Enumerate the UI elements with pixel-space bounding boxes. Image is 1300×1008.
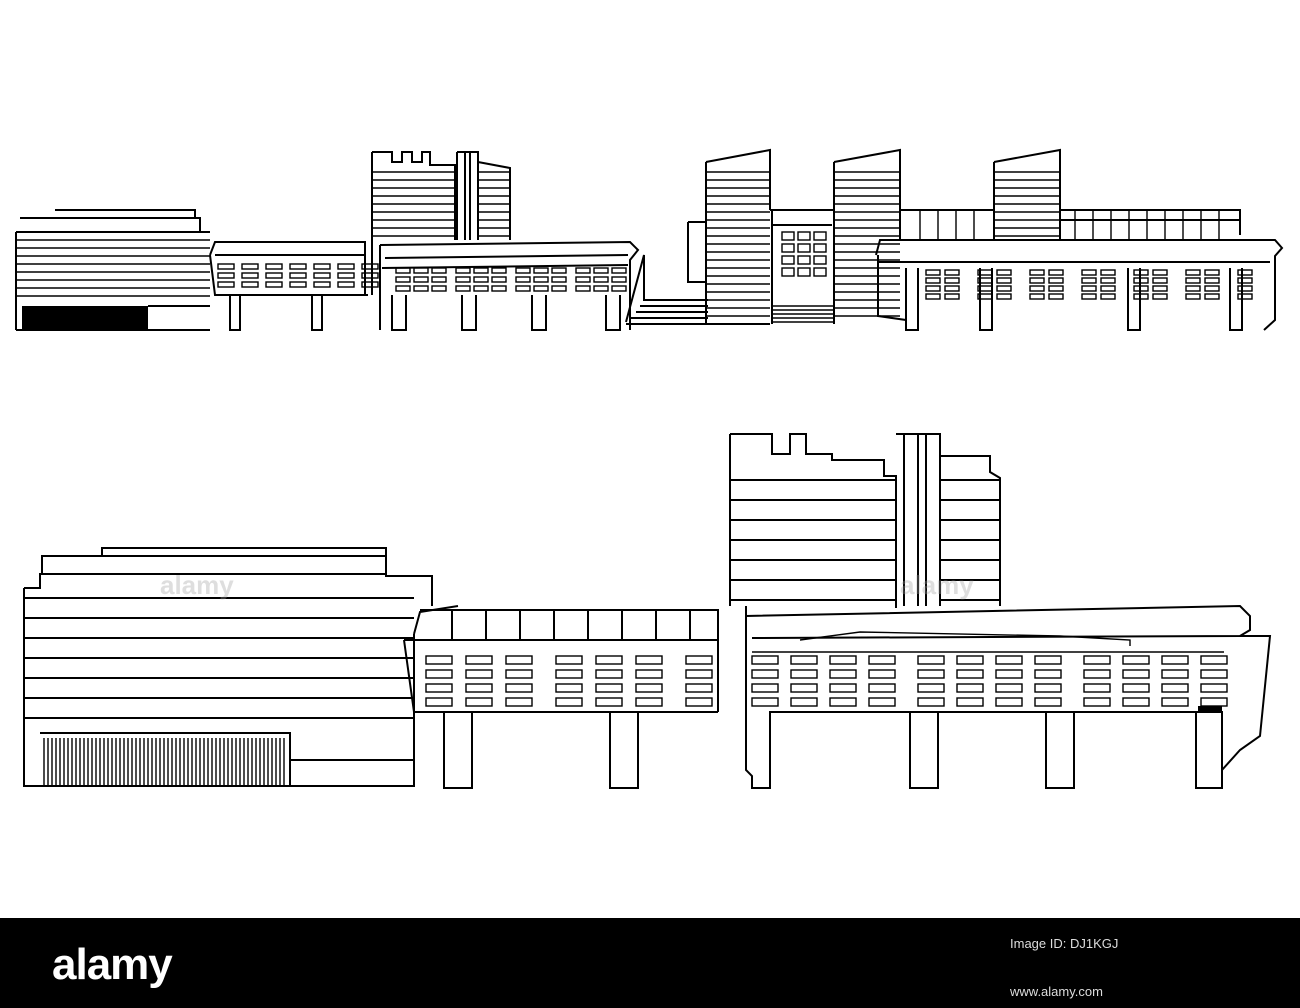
illustration	[15, 148, 1284, 789]
top-right-building	[875, 239, 1284, 331]
top-left-building	[15, 209, 210, 331]
watermark-text: alamy	[160, 570, 234, 600]
footer-bar: alamy Image ID: DJ1KGJ www.alamy.com	[0, 918, 1300, 1008]
bottom-right-building	[745, 604, 1272, 789]
bottom-left-building	[23, 547, 433, 787]
top-tower-1	[371, 151, 511, 295]
top-long-building	[379, 240, 640, 331]
image-id-label: Image ID: DJ1KGJ	[1010, 936, 1119, 951]
bottom-tower	[729, 433, 1001, 608]
top-connector-1	[209, 241, 379, 331]
site-url[interactable]: www.alamy.com	[1010, 984, 1103, 999]
bottom-middle-building	[403, 605, 719, 789]
top-skyline	[15, 148, 1284, 331]
top-right-towers	[687, 148, 1241, 325]
alamy-logo[interactable]: alamy	[52, 940, 173, 989]
bottom-detail	[23, 433, 1272, 789]
top-middle-steps	[625, 254, 708, 325]
building-line-drawing	[15, 148, 1284, 789]
watermark-text: alamy	[900, 570, 974, 600]
